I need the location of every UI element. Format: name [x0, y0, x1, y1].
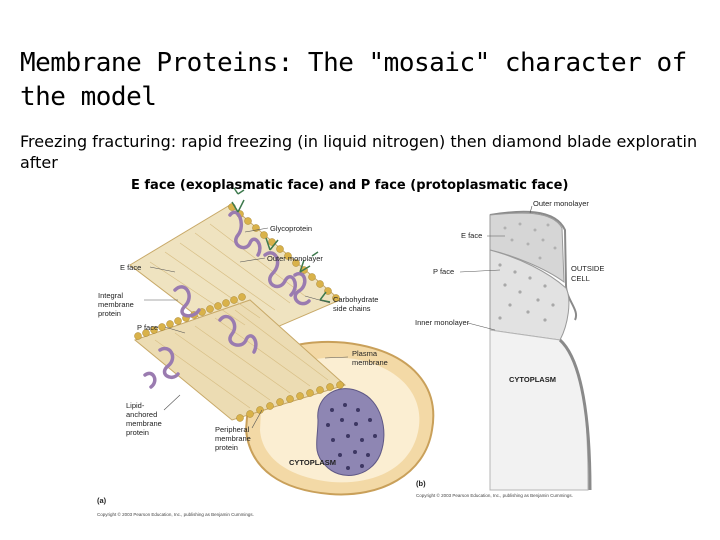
- label-lipid-3: membrane: [126, 419, 162, 428]
- label-plasma-1: Plasma: [352, 349, 378, 358]
- label-e-face-b: E face: [461, 231, 482, 240]
- label-carbohydrate-1: Carbohydrate: [333, 295, 378, 304]
- label-integral-1: Integral: [98, 291, 123, 300]
- label-inner-monolayer-b: Inner monolayer: [415, 318, 470, 327]
- label-cytoplasm-b: CYTOPLASM: [509, 375, 556, 384]
- label-lipid-1: Lipid-: [126, 401, 145, 410]
- label-p-face-b: P face: [433, 267, 454, 276]
- faces-caption: E face (exoplasmatic face) and P face (p…: [131, 178, 569, 193]
- peripheral-protein-texture: [326, 403, 377, 470]
- p-face-particles: [498, 263, 555, 322]
- copyright-b: Copyright © 2003 Pearson Education, Inc.…: [416, 492, 573, 498]
- label-glycoprotein: Glycoprotein: [270, 224, 312, 233]
- slide-body-text: Freezing fracturing: rapid freezing (in …: [20, 132, 698, 172]
- label-lipid-4: protein: [126, 428, 149, 437]
- p-face-surface: [489, 249, 570, 341]
- label-integral-2: membrane: [98, 300, 134, 309]
- label-integral-3: protein: [98, 309, 121, 318]
- label-outer-monolayer-a: Outer monolayer: [267, 254, 323, 263]
- panel-a-illustration: Glycoprotein E face Outer monolayer Inte…: [97, 187, 435, 517]
- label-outside-2: CELL: [571, 274, 590, 283]
- label-plasma-2: membrane: [352, 358, 388, 367]
- membrane-outline-b: [558, 338, 592, 491]
- label-outside-1: OUTSIDE: [571, 264, 604, 273]
- label-peripheral-2: membrane: [215, 434, 251, 443]
- carbohydrate-chains: [231, 187, 331, 303]
- e-face-particles: [503, 222, 557, 260]
- panel-b-tag: (b): [416, 479, 426, 488]
- inner-monolayer-sheet: [133, 299, 346, 421]
- label-p-face-a: P face: [137, 323, 158, 332]
- panel-b-leaders: [459, 205, 533, 331]
- label-outer-monolayer-b: Outer monolayer: [533, 199, 589, 208]
- slide-title: Membrane Proteins: The "mosaic" characte…: [20, 48, 687, 112]
- label-cytoplasm-a: CYTOPLASM: [289, 458, 336, 467]
- copyright-a: Copyright © 2003 Pearson Education, Inc.…: [97, 511, 254, 517]
- label-peripheral-3: protein: [215, 443, 238, 452]
- panel-a-tag: (a): [97, 496, 107, 505]
- label-carbohydrate-2: side chains: [333, 304, 371, 313]
- label-e-face-a: E face: [120, 263, 141, 272]
- outer-monolayer-edge: [489, 210, 578, 321]
- panel-a-leaders: [144, 227, 349, 429]
- integral-proteins: [143, 210, 311, 389]
- label-peripheral-1: Peripheral: [215, 425, 250, 434]
- label-lipid-2: anchored: [126, 410, 157, 419]
- panel-b-cytoplasm-region: [489, 329, 589, 491]
- panel-b-micrograph: Outer monolayer E face P face OUTSIDE CE…: [415, 199, 604, 498]
